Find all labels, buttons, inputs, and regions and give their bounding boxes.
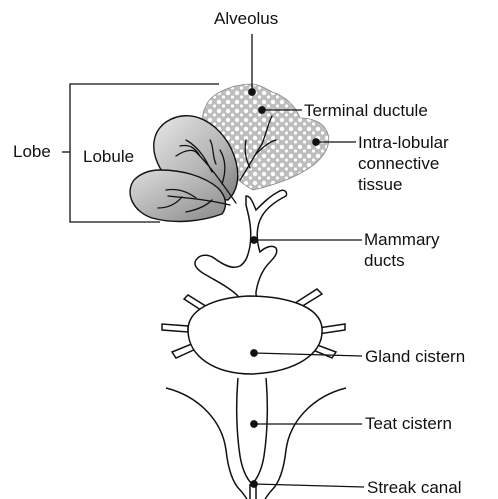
label-intralobular-line3: tissue [358,175,402,195]
label-lobe: Lobe [13,142,51,162]
label-lobule: Lobule [83,147,134,167]
label-terminal-ductule: Terminal ductule [304,101,428,121]
label-intralobular-line2: connective [358,154,439,174]
label-streak-canal: Streak canal [367,478,462,498]
label-gland-cistern: Gland cistern [365,347,465,367]
gland-cistern [162,289,345,374]
label-teat-cistern: Teat cistern [365,414,452,434]
label-intralobular-line1: Intra-lobular [358,133,449,153]
label-mammary-ducts-line1: Mammary [364,230,440,250]
label-mammary-ducts-line2: ducts [364,251,405,271]
label-alveolus: Alveolus [214,9,278,29]
